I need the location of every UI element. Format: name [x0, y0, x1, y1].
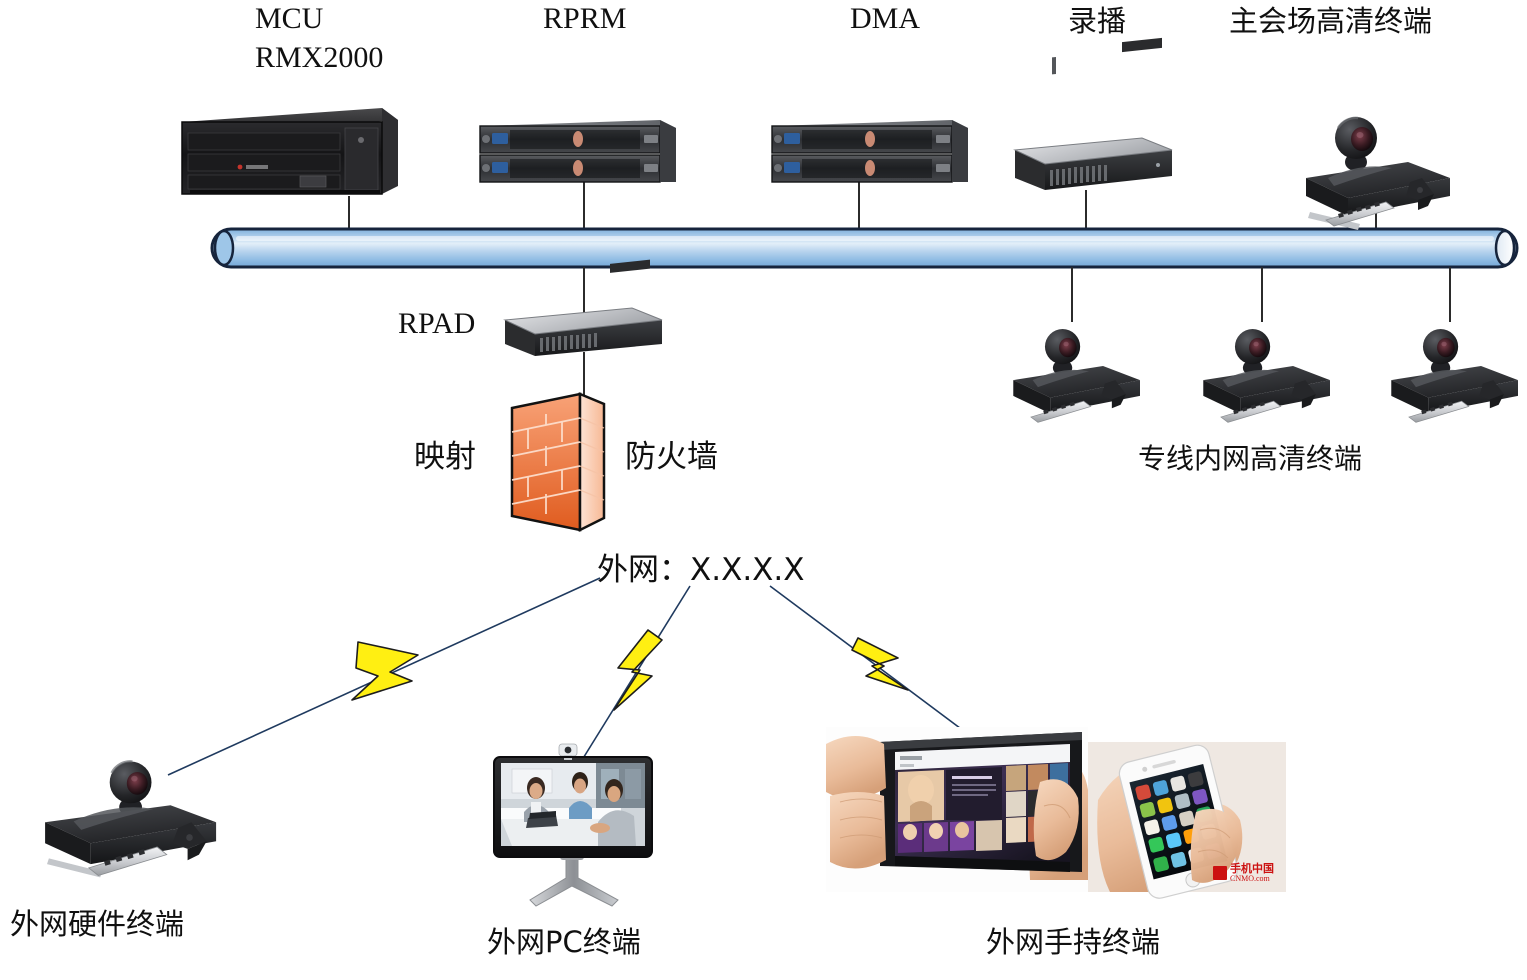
label-dma: DMA — [850, 2, 921, 35]
webcam-icon — [558, 743, 578, 760]
device-lan-endpoint-3 — [1391, 329, 1518, 423]
label-main-hall-terminal: 主会场高清终端 — [1229, 4, 1433, 38]
label-private-line-terminals: 专线内网高清终端 — [1138, 442, 1363, 475]
lightning-bolt-hardware-terminal — [351, 641, 419, 701]
ptz-camera-icon — [1335, 116, 1377, 171]
label-firewall: 防火墙 — [625, 439, 718, 475]
device-rprm-servers — [479, 120, 676, 183]
label-recorder: 录播 — [1068, 4, 1127, 38]
label-rprm: RPRM — [543, 2, 627, 35]
lightning-bolt-pc-terminal — [613, 629, 663, 711]
label-external-pc-terminal: 外网PC终端 — [487, 925, 641, 959]
downlink-connector-lines — [583, 267, 1451, 430]
watermark-line2: CNMO.com — [1230, 874, 1270, 883]
microphone-pod-icon — [172, 822, 207, 861]
label-external-network: 外网：X.X.X.X — [597, 552, 805, 588]
device-firewall-brickwall — [510, 392, 606, 533]
bus-connector-lines — [348, 182, 1377, 232]
device-lan-endpoint-1 — [1013, 329, 1140, 423]
watermark-flag-icon — [1213, 866, 1227, 880]
device-lan-endpoint-2 — [1203, 329, 1330, 423]
wan-link-to-handheld-terminal — [769, 585, 1001, 759]
microphone-pod-icon — [1406, 178, 1434, 210]
lightning-bolt-handheld-terminal — [851, 637, 909, 691]
network-backbone-bus — [210, 227, 1519, 269]
bus-right-cap — [1494, 229, 1516, 267]
watermark-line1: 手机中国 — [1230, 862, 1274, 875]
device-rpad-server — [503, 259, 663, 356]
device-wan-hardware-endpoint — [45, 760, 217, 878]
remote-control-icon — [1325, 201, 1395, 227]
device-mcu-rmx2000 — [181, 108, 398, 195]
device-recorder-server — [1013, 37, 1173, 190]
device-main-hall-endpoint — [1306, 116, 1450, 230]
label-external-hardware-terminal: 外网硬件终端 — [10, 907, 185, 941]
device-dma-servers — [771, 120, 968, 183]
wan-link-lines — [167, 577, 1001, 776]
device-wan-tablet — [826, 727, 1088, 892]
bus-left-cap — [213, 229, 235, 267]
device-wan-pc-monitor — [493, 743, 653, 907]
label-external-handheld-terminal: 外网手持终端 — [986, 925, 1161, 959]
remote-control-icon — [87, 846, 168, 876]
wan-link-to-hardware-terminal — [167, 577, 601, 776]
label-mapping: 映射 — [414, 439, 476, 475]
monitor-screen-content — [501, 763, 645, 846]
label-mcu-line2: RMX2000 — [255, 40, 384, 74]
phone-photo-watermark: 手机中国 CNMO.com — [1213, 863, 1274, 883]
label-mcu-line1: MCU — [255, 2, 324, 35]
label-rpad: RPAD — [398, 307, 476, 340]
label-mcu: MCU RMX2000 — [255, 2, 383, 75]
wan-link-to-pc-terminal — [581, 585, 691, 761]
